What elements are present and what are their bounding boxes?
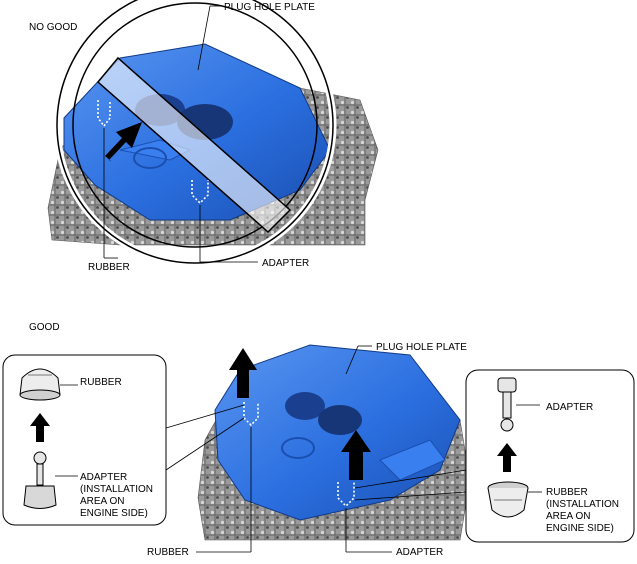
adapter-label-top: ADAPTER	[262, 258, 309, 269]
no-good-heading: NO GOOD	[29, 22, 77, 33]
adapter-part-icon	[23, 451, 57, 509]
adapter-engine-line-3: AREA ON	[80, 496, 124, 507]
rubber-label-top: RUBBER	[88, 262, 130, 273]
insertion-arrow-top	[105, 122, 142, 162]
rubber-detail-label: RUBBER	[80, 377, 122, 388]
adapter-label-bottom: ADAPTER	[396, 547, 443, 558]
rubber-detail-callout: RUBBER ADAPTER (INSTALLATION AREA ON ENG…	[2, 354, 245, 526]
adapter-detail-label: ADAPTER	[546, 402, 593, 413]
adapter-marker-top	[191, 180, 209, 205]
insertion-arrow-rubber	[229, 348, 257, 398]
adapter-engine-line-4: ENGINE SIDE)	[80, 508, 148, 519]
small-up-arrow-left	[30, 413, 50, 442]
plug-hole-plate-label-bottom: PLUG HOLE PLATE	[376, 342, 467, 353]
rubber-engine-line-2: (INSTALLATION	[546, 499, 619, 510]
rubber-engine-line-4: ENGINE SIDE)	[546, 523, 614, 534]
adapter-engine-line-1: ADAPTER	[80, 472, 127, 483]
rubber-marker-top	[97, 100, 111, 128]
prohibited-sign	[53, 0, 337, 267]
rubber-engine-line-1: RUBBER	[546, 487, 588, 498]
rubber-label-bottom: RUBBER	[147, 547, 189, 558]
good-heading: GOOD	[29, 322, 60, 333]
rubber-part-icon-right	[487, 481, 529, 518]
adapter-engine-line-2: (INSTALLATION	[80, 484, 153, 495]
rubber-marker-bottom	[243, 402, 259, 427]
adapter-detail-callout: ADAPTER RUBBER (INSTALLATION AREA ON ENG…	[354, 369, 635, 543]
plug-hole-plate-bottom	[214, 344, 461, 521]
small-up-arrow-right	[497, 443, 517, 472]
rubber-part-icon	[19, 368, 61, 401]
insertion-arrow-adapter	[341, 430, 371, 480]
adapter-part-icon-right	[497, 377, 517, 432]
rubber-engine-line-3: AREA ON	[546, 511, 590, 522]
plug-hole-plate-label-top: PLUG HOLE PLATE	[224, 2, 315, 13]
